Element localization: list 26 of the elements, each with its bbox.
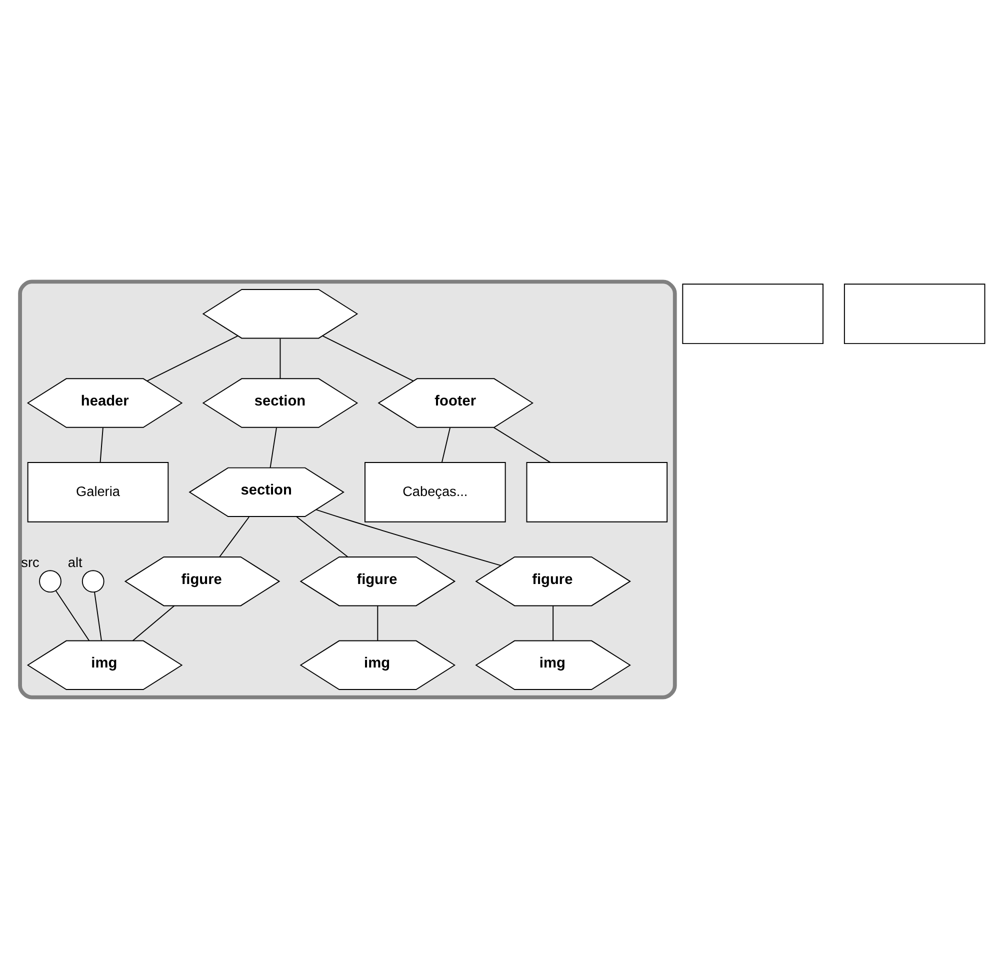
node-label: src	[21, 554, 40, 570]
node-box	[526, 461, 668, 522]
connector	[280, 338, 281, 379]
node-box: Cabeças...	[364, 461, 506, 522]
connector	[146, 334, 238, 381]
connector	[100, 426, 104, 462]
connector	[219, 516, 250, 557]
connector	[441, 426, 451, 462]
node-circle	[82, 570, 104, 592]
connector	[552, 605, 554, 641]
node-circle	[39, 570, 62, 592]
connector	[55, 590, 90, 641]
node-box: Galeria	[27, 461, 169, 522]
connector	[316, 508, 502, 566]
node-box	[682, 283, 824, 344]
connector	[296, 516, 348, 557]
cluster	[18, 279, 677, 699]
connector	[132, 604, 175, 641]
connector	[270, 426, 277, 468]
node-hexagon	[202, 288, 358, 338]
node-label: alt	[68, 554, 82, 570]
node-box	[844, 283, 986, 344]
connector	[377, 605, 378, 641]
connector	[493, 426, 551, 462]
connector	[94, 591, 102, 640]
connector	[322, 334, 414, 381]
